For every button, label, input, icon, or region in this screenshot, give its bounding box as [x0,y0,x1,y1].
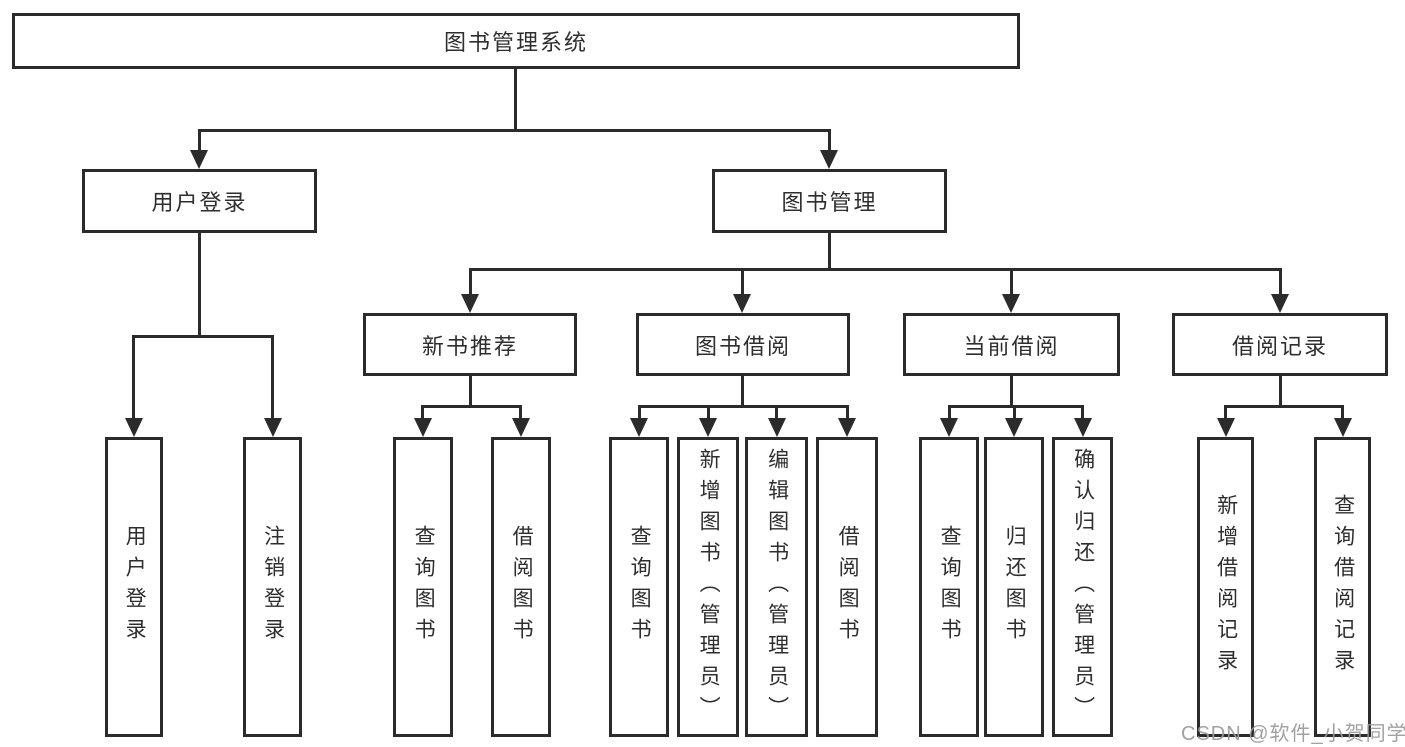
arrow-down-icon [838,418,856,437]
arrow-down-icon [768,418,786,437]
connector-stem-book-borrow [741,268,744,296]
connector-current-borrow-bar [948,405,1084,408]
arrow-down-icon [264,418,282,437]
leaf-nbr-query: 查询图书 [393,437,453,737]
node-borrow-records: 借阅记录 [1172,313,1388,376]
node-root-label: 图书管理系统 [443,30,588,55]
connector-user-login-bar [132,335,274,338]
node-new-book-rec-label: 新书推荐 [421,333,518,359]
connector-current-borrow-drop [1010,376,1013,408]
connector-book-borrow-drop [741,376,744,408]
watermark: CSDN @软件_小贺同学 [1181,723,1405,745]
leaf-bb-query: 查询图书 [609,437,669,737]
arrow-down-icon [820,150,838,169]
connector-borrow-records-drop [1279,376,1282,408]
arrow-down-icon [414,418,432,437]
connector-stem-leaf-logout [271,335,274,419]
node-book-mgmt-label: 图书管理 [781,190,878,215]
leaf-logout-label: 注销登录 [261,525,285,649]
connector-stem-cb-confirm [1081,405,1084,421]
leaf-nbr-query-label: 查询图书 [412,525,436,649]
connector-stem-current-borrow [1010,268,1013,296]
leaf-cb-query-label: 查询图书 [938,525,962,649]
connector-root-drop [514,69,517,132]
leaf-bb-query-label: 查询图书 [628,525,652,649]
arrow-down-icon [1217,418,1235,437]
leaf-cb-return: 归还图书 [984,437,1044,737]
connector-stem-nbr-borrow [519,405,522,421]
arrow-down-icon [630,418,648,437]
connector-stem-cb-return [1013,405,1016,421]
leaf-bb-add: 新增图书（管理员） [677,437,739,737]
leaf-br-query: 查询借阅记录 [1314,437,1371,737]
leaf-bb-add-label: 新增图书（管理员） [697,447,721,727]
node-user-login-label: 用户登录 [151,190,248,215]
arrow-down-icon [1334,418,1352,437]
connector-stem-bb-edit [775,405,778,421]
leaf-br-add: 新增借阅记录 [1197,437,1254,737]
arrow-down-icon [461,294,479,313]
connector-new-book-rec-bar [421,405,522,408]
connector-stem-bb-borrow [846,405,849,421]
connector-new-book-rec-drop [469,376,472,408]
connector-stem-book-mgmt [828,129,831,152]
connector-book-mgmt-drop [828,233,831,271]
connector-book-borrow-bar [638,405,849,408]
arrow-down-icon [699,418,717,437]
connector-stem-borrow-records [1279,268,1282,296]
leaf-cb-confirm: 确认归还（管理员） [1052,437,1113,737]
connector-level3-bar [469,268,1282,271]
node-current-borrow-label: 当前借阅 [963,333,1060,359]
leaf-cb-return-label: 归还图书 [1003,525,1027,649]
arrow-down-icon [512,418,530,437]
leaf-logout: 注销登录 [243,437,302,737]
connector-stem-user-login [198,129,201,152]
leaf-br-add-label: 新增借阅记录 [1214,494,1238,680]
connector-stem-br-add [1224,405,1227,421]
connector-level2-bar [198,129,831,132]
leaf-bb-edit: 编辑图书（管理员） [745,437,808,737]
arrow-down-icon [1074,418,1092,437]
leaf-cb-confirm-label: 确认归还（管理员） [1071,447,1095,727]
connector-stem-br-query [1341,405,1344,421]
node-book-mgmt: 图书管理 [712,169,947,233]
leaf-bb-borrow: 借阅图书 [816,437,878,737]
node-new-book-rec: 新书推荐 [363,313,577,376]
arrow-down-icon [190,150,208,169]
node-book-borrow-label: 图书借阅 [694,333,791,359]
arrow-down-icon [733,294,751,313]
leaf-nbr-borrow: 借阅图书 [491,437,551,737]
connector-borrow-records-bar [1224,405,1344,408]
connector-stem-leaf-user-login [132,335,135,419]
leaf-nbr-borrow-label: 借阅图书 [510,525,534,649]
leaf-bb-borrow-label: 借阅图书 [836,525,860,649]
arrow-down-icon [1005,418,1023,437]
node-root: 图书管理系统 [12,13,1020,69]
arrow-down-icon [1271,294,1289,313]
node-current-borrow: 当前借阅 [903,313,1120,376]
connector-stem-nbr-query [421,405,424,421]
connector-stem-new-book-rec [469,268,472,296]
node-user-login: 用户登录 [82,169,317,233]
connector-user-login-drop [198,233,201,337]
arrow-down-icon [940,418,958,437]
leaf-user-login: 用户登录 [105,437,163,737]
connector-stem-cb-query [948,405,951,421]
arrow-down-icon [125,418,143,437]
leaf-user-login-label: 用户登录 [123,525,147,649]
connector-stem-bb-query [638,405,641,421]
leaf-br-query-label: 查询借阅记录 [1331,494,1355,680]
node-borrow-records-label: 借阅记录 [1231,333,1328,359]
arrow-down-icon [1002,294,1020,313]
node-book-borrow: 图书借阅 [636,313,850,376]
leaf-cb-query: 查询图书 [919,437,979,737]
leaf-bb-edit-label: 编辑图书（管理员） [765,447,789,727]
connector-stem-bb-add [707,405,710,421]
